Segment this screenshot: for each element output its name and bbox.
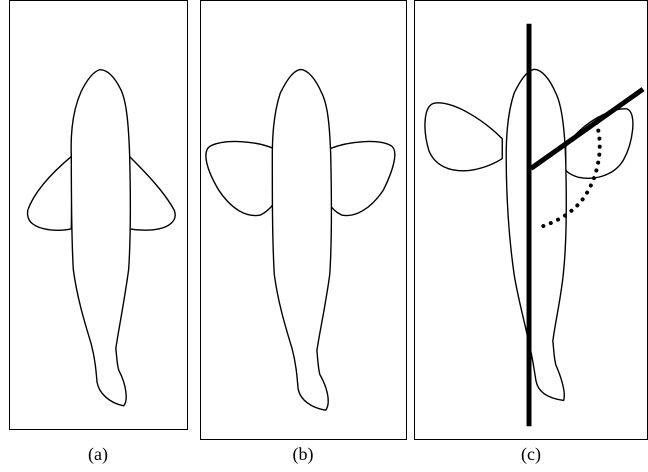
fish-body: [271, 68, 333, 411]
fish-extended-fins-illustration: [205, 68, 396, 411]
left-pectoral-fin: [205, 140, 275, 217]
panel-a: [9, 0, 188, 430]
panel-c: [414, 0, 648, 440]
fish-body: [505, 68, 567, 402]
left-pectoral-fin: [424, 102, 503, 172]
fin-axis-line: [529, 87, 645, 171]
fish-body: [70, 68, 131, 407]
caption-b: (b): [292, 444, 314, 464]
caption-a: (a): [88, 444, 108, 464]
panel-b: [200, 0, 407, 440]
right-pectoral-fin: [329, 140, 396, 217]
caption-c: (c): [521, 444, 541, 464]
fish-with-axes-illustration: [424, 23, 645, 427]
rotation-arc-dotted: [535, 120, 602, 230]
right-pectoral-fin: [127, 154, 176, 231]
left-pectoral-fin: [26, 154, 73, 231]
fish-lowered-fins-illustration: [26, 68, 176, 407]
